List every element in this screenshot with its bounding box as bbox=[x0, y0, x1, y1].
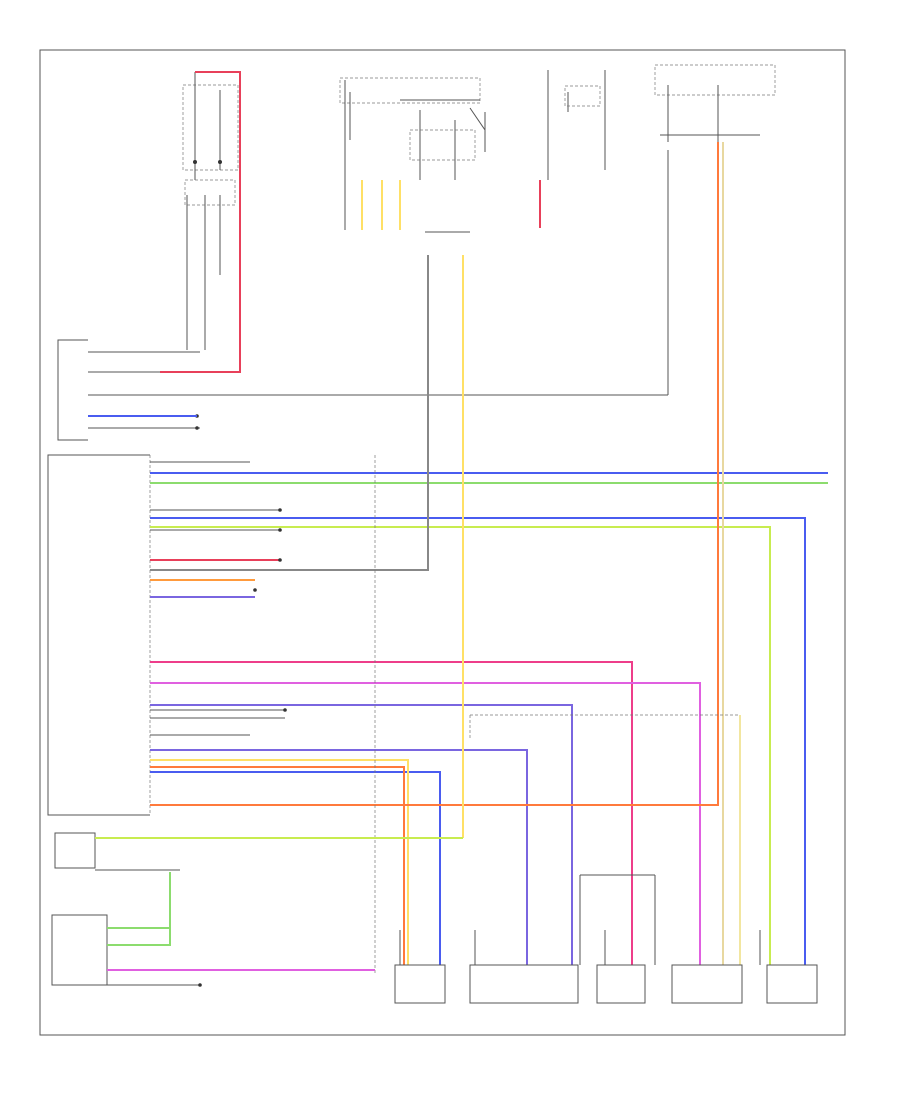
wire-pink-tmp bbox=[150, 661, 633, 965]
power-relay-block bbox=[182, 72, 239, 350]
top-right-block bbox=[160, 64, 776, 396]
pedal-module bbox=[51, 832, 202, 987]
wire-yellow-signal bbox=[150, 759, 409, 965]
main-control-module bbox=[47, 454, 285, 816]
top-switch-group bbox=[339, 70, 606, 233]
wire-violet-mid bbox=[150, 749, 528, 965]
wire-blue-return bbox=[150, 771, 441, 965]
wire-red-power bbox=[160, 71, 241, 373]
wire-violet-return bbox=[150, 704, 573, 965]
wire-orange-signal bbox=[150, 766, 405, 965]
wire-orange-ref bbox=[150, 142, 719, 806]
wire-magenta-tmp bbox=[150, 682, 701, 965]
bottom-connectors bbox=[394, 874, 818, 1004]
upper-left-module bbox=[57, 339, 200, 441]
wire-gray-ign bbox=[150, 255, 429, 571]
wire-lime-sensor bbox=[150, 526, 771, 965]
diagram-frame bbox=[39, 49, 846, 1036]
wire-green-pedal bbox=[107, 872, 171, 946]
wire-blue-sensor bbox=[150, 517, 806, 965]
